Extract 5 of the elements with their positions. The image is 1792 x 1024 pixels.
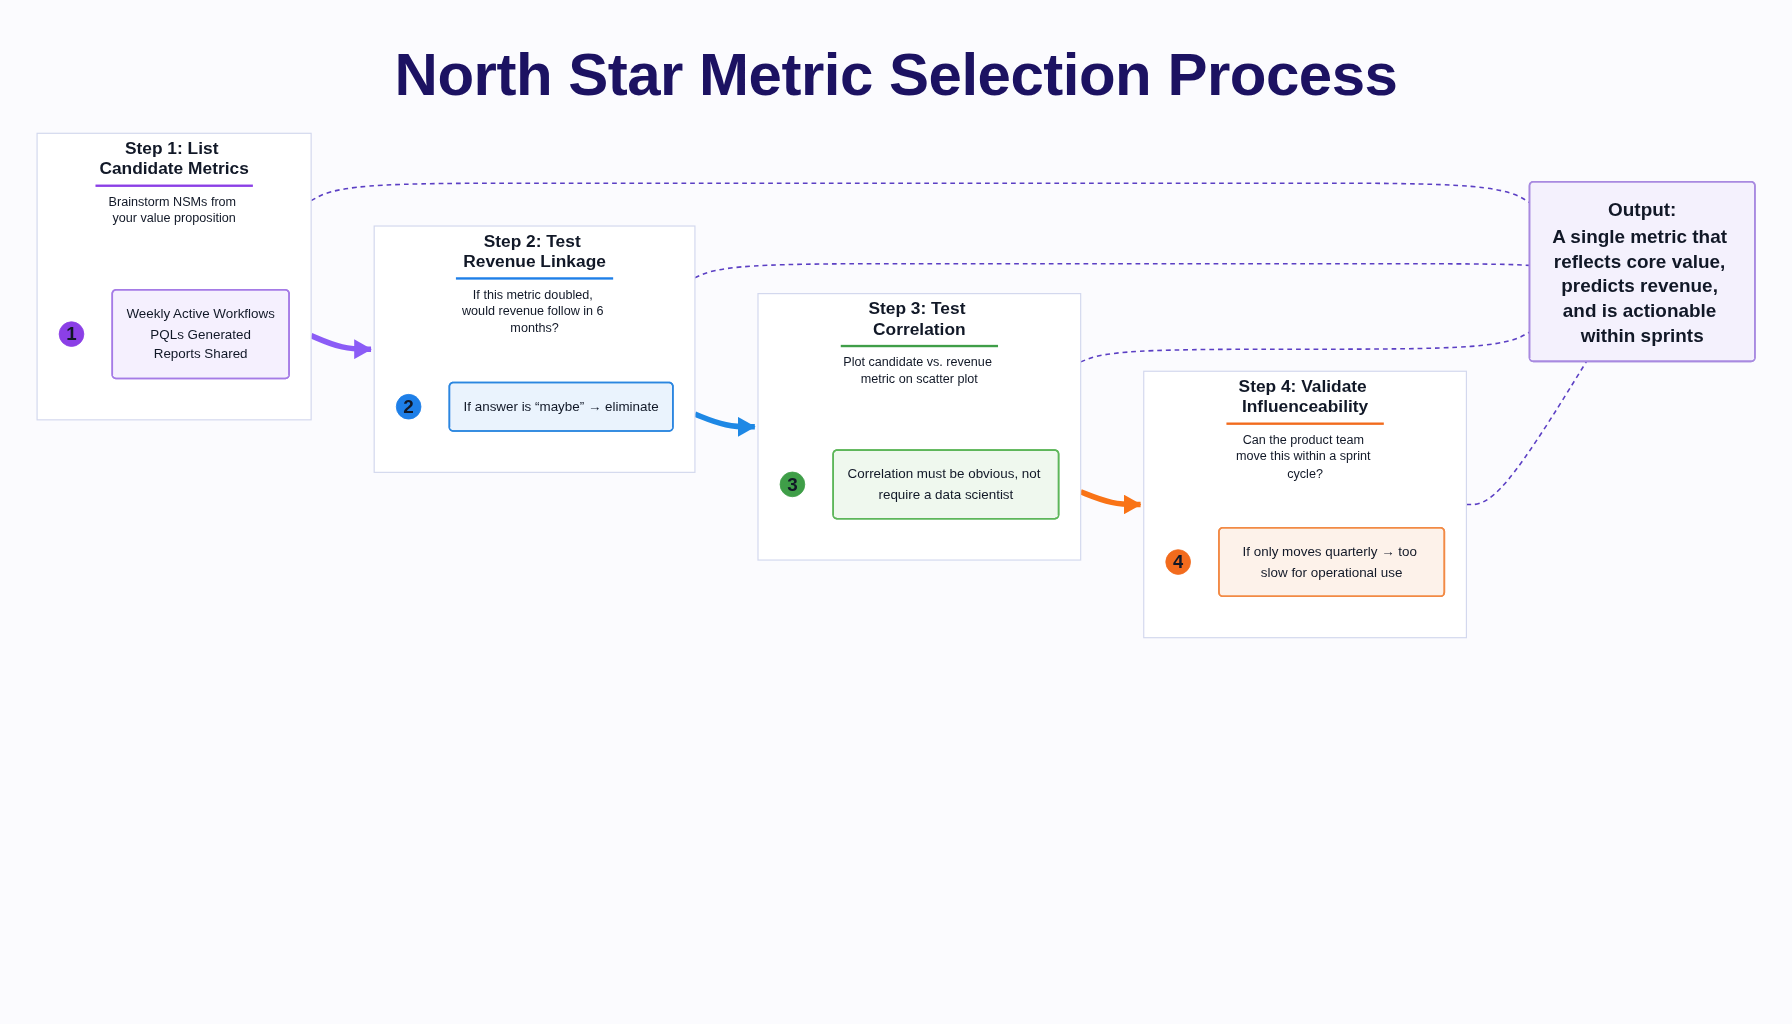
node-circle: 2 [395, 393, 422, 420]
diagram-title: North Star Metric Selection Process [393, 40, 1399, 110]
node-circle: 1 [58, 321, 85, 347]
node-circle: 3 [779, 471, 806, 498]
node-circle: 4 [1165, 549, 1191, 575]
